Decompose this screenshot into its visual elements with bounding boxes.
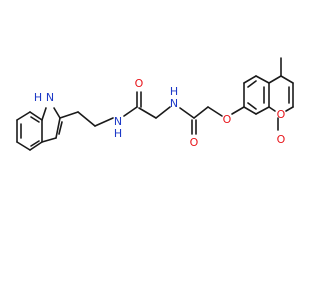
amide1-n-label: N — [114, 115, 122, 128]
bond — [243, 106, 257, 115]
bond — [255, 75, 270, 84]
bond — [179, 107, 195, 119]
amide2-n-label: N — [170, 97, 178, 110]
ether-o-label: O — [223, 113, 232, 126]
bond-double — [247, 102, 257, 110]
bond — [268, 75, 282, 84]
bond — [29, 141, 43, 151]
bond — [29, 111, 43, 121]
carbonyl-o-label: O — [277, 133, 286, 146]
bond — [77, 111, 96, 127]
bond — [285, 106, 294, 112]
bond — [243, 75, 257, 84]
bond — [255, 106, 270, 115]
bond — [193, 106, 209, 119]
lactone-o-label: O — [277, 108, 286, 121]
bond — [16, 111, 31, 121]
indole-h-label: H — [34, 91, 42, 104]
molecule-canvas: H N N H O N H O O — [16, 57, 294, 151]
bond — [55, 117, 61, 139]
amide2-o-label: O — [190, 136, 199, 149]
bond-double — [58, 121, 63, 135]
bond — [231, 106, 245, 115]
bond-double — [247, 80, 257, 88]
bond — [123, 106, 138, 117]
molecule-structure: H N N H O N H O O — [16, 57, 294, 151]
bond — [41, 107, 47, 121]
bond-double — [30, 140, 40, 147]
bond — [268, 106, 276, 112]
bond-double — [30, 116, 40, 123]
bond — [41, 137, 57, 143]
amide1-o-label: O — [135, 77, 144, 90]
bond — [16, 141, 31, 151]
indole-moiety — [16, 107, 63, 151]
bond — [138, 107, 157, 119]
coumarin-moiety — [243, 57, 294, 131]
amide2-h-label: H — [170, 85, 178, 98]
bond — [155, 106, 171, 119]
bond — [59, 111, 79, 119]
bond — [94, 117, 114, 127]
amide1-h-label: H — [114, 127, 122, 140]
bond — [207, 106, 223, 117]
indole-n-label: N — [46, 91, 54, 104]
bond — [280, 75, 294, 84]
bond — [53, 107, 61, 119]
